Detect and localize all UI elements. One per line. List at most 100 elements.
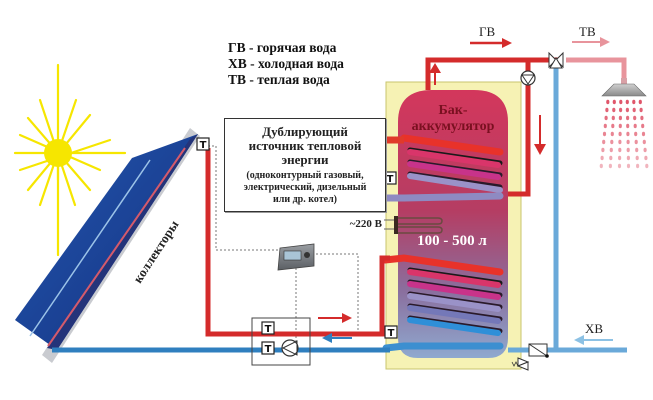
sun-icon (13, 63, 127, 257)
backup-title-line-1: Дублирующий (262, 124, 348, 139)
backup-heat-source-box: Дублирующий источник тепловой энергии (о… (224, 118, 386, 212)
temperature-sensor-supply: Т (261, 321, 275, 335)
water-drop (626, 147, 630, 153)
temperature-sensor-collector: Т (196, 137, 210, 151)
water-drop (618, 131, 622, 137)
water-drop (618, 123, 622, 129)
water-drop (639, 107, 643, 113)
controller-display (283, 250, 302, 261)
svg-text:Т: Т (387, 174, 394, 185)
solar-supply-pipe (205, 148, 390, 337)
temperature-sensor-lower-tank: Т (384, 325, 398, 339)
safety-valve-icon[interactable] (511, 357, 530, 371)
pump-station (251, 317, 311, 366)
water-drop (634, 139, 638, 145)
solar-collector (15, 128, 200, 363)
hot-flow-arrow (470, 38, 512, 48)
svg-text:Т: Т (200, 140, 207, 151)
warm-water-flow-label: ТВ (579, 24, 596, 39)
water-drop (605, 107, 609, 113)
legend: ГВ - горячая вода ХВ - холодная вода ТВ … (228, 40, 344, 88)
water-drop (644, 155, 648, 161)
legend-item-hot-water: ГВ - горячая вода (228, 40, 337, 55)
hot-water-flow-label: ГВ (479, 24, 496, 39)
water-drop (612, 107, 616, 113)
hot-water-pipe (425, 57, 558, 90)
shower-head-icon (601, 78, 647, 97)
water-drop (603, 123, 607, 129)
solar-controller[interactable] (277, 243, 315, 271)
flow-arrow-up (429, 63, 441, 85)
water-drop (606, 99, 610, 105)
water-drop (611, 115, 615, 121)
legend-item-warm-water: ТВ - теплая вода (228, 72, 330, 87)
check-valve-icon[interactable] (528, 343, 549, 358)
water-drop (626, 139, 630, 145)
svg-text:Т: Т (265, 344, 272, 355)
water-drop (634, 131, 638, 137)
water-drop (638, 99, 642, 105)
water-drop (636, 163, 640, 169)
water-drop (604, 115, 608, 121)
water-drop (641, 123, 645, 129)
backup-subtitle-line-2: электрический, дизельный (243, 182, 367, 193)
water-drop (632, 107, 636, 113)
recirculation-pump-icon (520, 70, 536, 86)
water-drop (619, 99, 623, 105)
heater-voltage-label: ~220 В (350, 218, 383, 230)
water-drop (609, 155, 613, 161)
water-drop (599, 163, 603, 169)
water-drop (609, 147, 613, 153)
water-drop (640, 115, 644, 121)
flow-arrow-down (534, 115, 546, 155)
water-drop (619, 107, 623, 113)
shower-water-drops (599, 99, 649, 169)
controller-dial-icon[interactable] (304, 252, 310, 258)
water-drop (633, 115, 637, 121)
water-drop (626, 163, 631, 169)
warm-water-pipe (566, 57, 627, 80)
water-drop (610, 131, 614, 137)
backup-subtitle-line-3: или др. котел) (272, 194, 338, 205)
electric-heater-element (384, 216, 443, 234)
backup-title-line-3: энергии (281, 152, 329, 167)
cold-flow-arrow (574, 335, 613, 345)
water-drop (611, 123, 615, 129)
backup-title-line-2: источник тепловой (248, 138, 362, 153)
water-drop (626, 123, 630, 129)
water-drop (601, 147, 605, 153)
water-drop (602, 131, 607, 137)
water-drop (612, 99, 616, 105)
water-drop (618, 115, 623, 121)
temperature-sensor-return: Т (261, 341, 275, 355)
water-drop (602, 139, 606, 145)
water-drop (633, 123, 637, 129)
water-drop (626, 115, 630, 121)
water-drop (635, 155, 639, 161)
water-drop (643, 147, 647, 153)
water-drop (610, 139, 614, 145)
lower-heat-exchanger-coil (381, 254, 504, 352)
warm-flow-arrow (572, 37, 610, 47)
water-drop (618, 155, 622, 161)
water-drop (641, 131, 646, 137)
circulation-pump-icon (281, 339, 299, 357)
tank-label-line-2: аккумулятор (412, 119, 495, 134)
water-drop (626, 155, 631, 161)
tank-volume: 100 - 500 л (417, 233, 487, 249)
water-drop (642, 139, 646, 145)
tank-label-line-1: Бак- (439, 103, 468, 118)
backup-subtitle-line-1: (одноконтурный газовый, (246, 170, 364, 181)
mixing-valve-icon[interactable] (548, 51, 564, 69)
svg-text:Т: Т (265, 324, 272, 335)
legend-item-cold-water: ХВ - холодная вода (228, 56, 344, 71)
water-drop (632, 99, 636, 105)
water-drop (635, 147, 639, 153)
cold-water-flow-label: ХВ (585, 321, 603, 336)
water-drop (600, 155, 604, 161)
water-drop (626, 131, 630, 137)
water-drop (618, 147, 622, 153)
recirculation-pipe (508, 60, 531, 197)
flow-arrow-hot (318, 313, 352, 323)
